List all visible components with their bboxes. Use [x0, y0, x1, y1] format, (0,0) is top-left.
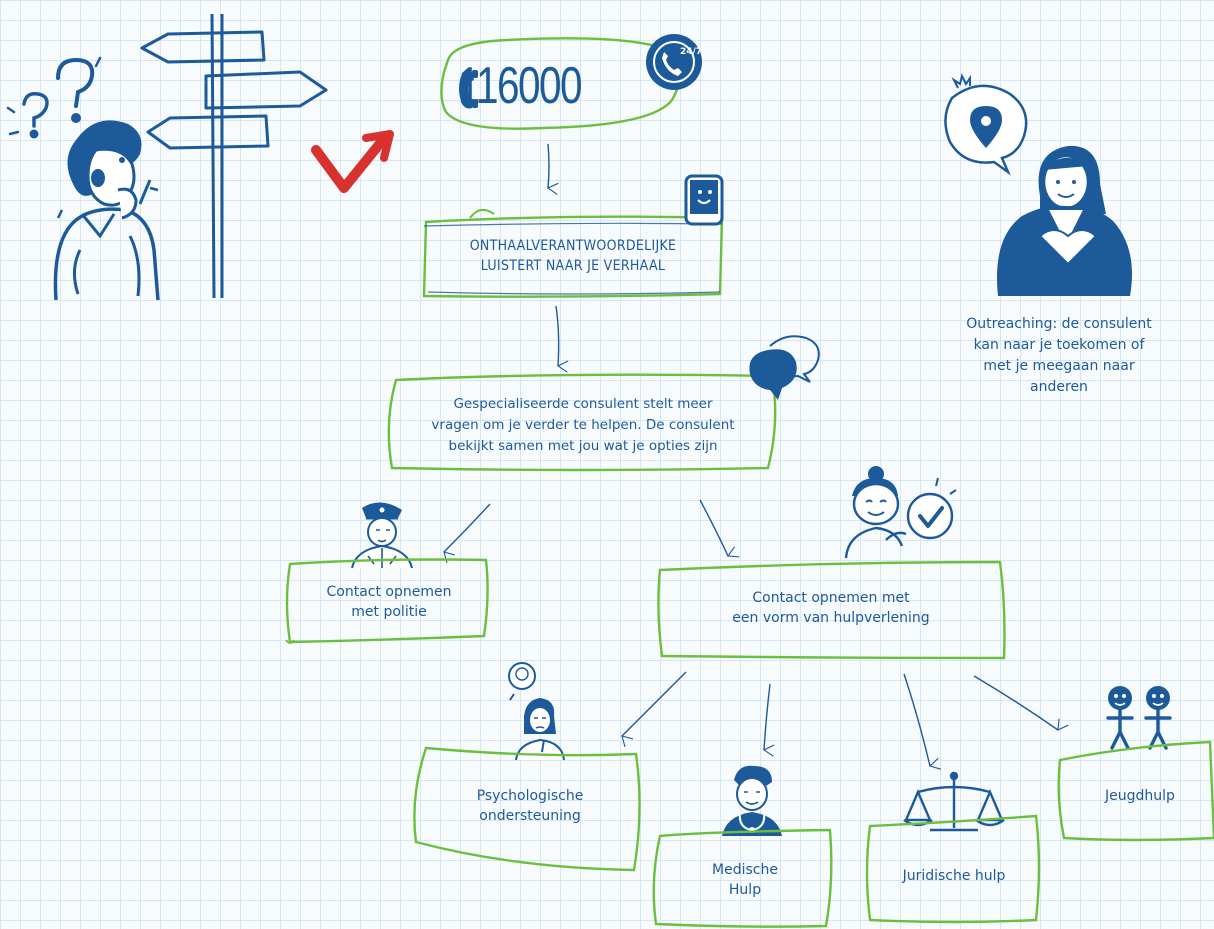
consultant-step-text: Gespecialiseerde consulent stelt meer vr… [431, 396, 735, 454]
medical-box-outline [652, 828, 833, 928]
reception-step-text: ONTHAALVERANTWOORDELIJKE LUISTERT NAAR J… [469, 238, 677, 275]
phone-icon [459, 70, 478, 109]
thinking-woman-icon [508, 662, 565, 761]
signpost-icon [140, 13, 328, 299]
children-icon [1106, 686, 1172, 750]
police-officer-icon [351, 502, 413, 569]
youth-service-text: Jeugdhulp [1105, 788, 1175, 804]
medical-service-text: Medische Hulp [712, 862, 778, 899]
arrow-to-police [443, 503, 491, 564]
smartphone-icon [684, 174, 724, 226]
psychological-service-text: Psychologische ondersteuning [476, 788, 584, 825]
arrow-to-youth [973, 675, 1069, 731]
hotline-outline [440, 37, 683, 130]
phone-24-7-icon: 24/7 [646, 34, 702, 90]
youth-box-outline [1057, 740, 1214, 842]
hotline-number: 116000 [458, 57, 583, 115]
badge-text: 24/7 [680, 47, 702, 57]
speech-bubbles-icon [749, 335, 820, 400]
psychological-box-outline [413, 746, 641, 872]
helper-woman-icon [844, 466, 957, 559]
question-marks-icon [6, 56, 102, 139]
police-box-outline [285, 558, 489, 644]
check-mark-icon [311, 130, 394, 193]
police-step-text: Contact opnemen met politie [326, 584, 452, 621]
location-pin-icon [944, 73, 1028, 176]
arrow-to-medical [762, 683, 775, 757]
consultant-woman-icon [997, 145, 1132, 296]
arrow-reception-to-consultant [555, 305, 569, 373]
arrow-to-psychological [621, 671, 687, 748]
arrow-to-legal [903, 673, 941, 770]
assistance-step-text: Contact opnemen met een vorm van hulpver… [732, 590, 930, 627]
legal-service-text: Juridische hulp [902, 868, 1006, 884]
assistance-box-outline [657, 560, 1006, 660]
consultant-box-outline [387, 373, 777, 472]
legal-box-outline [865, 814, 1041, 924]
reception-box-outline [422, 215, 724, 298]
scales-icon [903, 771, 1005, 832]
outreach-text: Outreaching: de consulent kan naar je to… [966, 316, 1152, 395]
arrow-hotline-to-reception [546, 143, 559, 195]
doctor-icon [722, 765, 782, 836]
confused-person-icon [53, 120, 160, 301]
arrow-to-assistance [699, 499, 740, 558]
